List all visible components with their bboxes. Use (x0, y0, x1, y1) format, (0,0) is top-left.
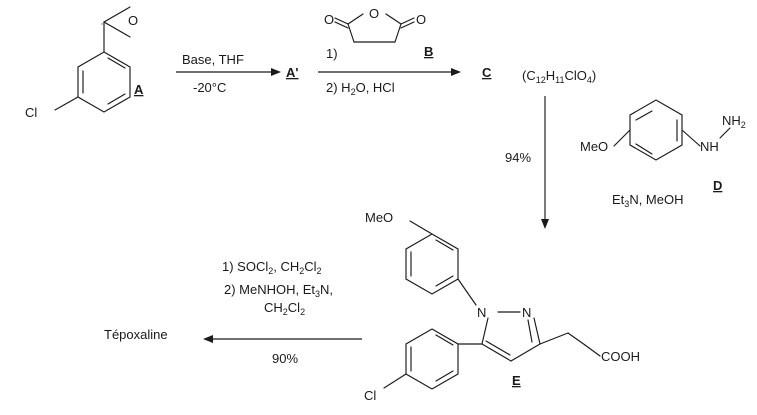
step1-conditions-below: -20°C (193, 80, 226, 95)
compound-d-structure (613, 99, 731, 161)
step3-yield: 94% (505, 150, 531, 165)
product-name: Tépoxaline (104, 327, 168, 342)
compound-e-label: E (512, 373, 521, 388)
intermediate-a-prime-label: A' (286, 65, 298, 80)
compound-e-methoxy: MeO (365, 210, 393, 225)
compound-d-nh: NH (700, 139, 719, 154)
step4-line3: CH2Cl2 (264, 300, 305, 317)
compound-e-chloro: Cl (364, 388, 376, 403)
compound-b-structure (334, 13, 415, 43)
step2-line2: 2) H2O, HCl (326, 80, 395, 97)
compound-a-chloro: Cl (25, 105, 37, 120)
compound-a-label: A (134, 82, 144, 97)
compound-a-structure (54, 6, 131, 113)
compound-c-formula: (C12H11ClO4) (522, 68, 596, 85)
compound-b-ring-oxygen: O (369, 6, 379, 21)
step2-line1-prefix: 1) (326, 46, 338, 61)
compound-e-n2: N (522, 305, 531, 320)
compound-d-label: D (713, 178, 722, 193)
compound-e-n1: N (477, 305, 486, 320)
compound-e-structure (383, 220, 601, 390)
compound-e-acid: COOH (601, 349, 640, 364)
carbonyl-oxygen-a: O (128, 13, 138, 28)
compound-d-methoxy: MeO (580, 139, 608, 154)
step3-reagents: Et3N, MeOH (612, 192, 683, 209)
compound-b-label: B (424, 44, 433, 59)
step4-yield: 90% (272, 351, 298, 366)
compound-b-carbonyl-oxygen-right: O (416, 12, 426, 27)
compound-d-nh2: NH2 (722, 113, 746, 130)
step4-line1: 1) SOCl2, CH2Cl2 (222, 259, 322, 276)
compound-b-carbonyl-oxygen-left: O (324, 12, 334, 27)
compound-c-label: C (482, 65, 492, 80)
step1-conditions-above: Base, THF (182, 52, 244, 67)
step4-line2: 2) MeNHOH, Et3N, (224, 282, 333, 299)
